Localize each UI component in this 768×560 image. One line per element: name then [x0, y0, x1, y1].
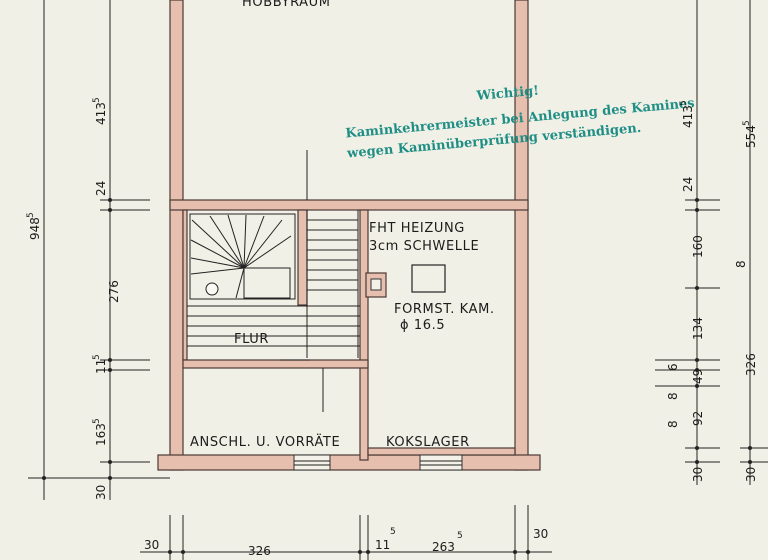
dim-right-5: 49 — [691, 369, 705, 384]
dim-bottom-1: 30 — [144, 538, 159, 552]
dim-right-1: 413 — [681, 105, 695, 128]
dim-bottom-3: 11 — [375, 538, 390, 552]
dim-bottom-5: 30 — [533, 527, 548, 541]
boiler-box — [411, 264, 446, 293]
dim-far-right-4: 30 — [744, 467, 758, 482]
stamp-line-1: Wichtig! — [475, 84, 539, 104]
dim-side-b: 6 — [666, 363, 680, 371]
dim-far-right-1-sup: 5 — [742, 120, 752, 126]
window-right — [419, 454, 463, 471]
dim-bottom-4-sup: 5 — [457, 531, 463, 541]
dim-right-6: 92 — [691, 411, 705, 426]
dimensions-right: 413 5 24 160 134 49 92 30 8 6 8 — [655, 0, 720, 485]
dim-far-right-2: 8 — [734, 260, 748, 268]
dim-side-a: 8 — [666, 392, 680, 400]
dim-left-total-sup: 5 — [26, 212, 36, 218]
room-label-heizung: FHT HEIZUNG — [369, 221, 465, 236]
spiral-stair — [189, 213, 296, 300]
dim-far-right-3: 326 — [744, 353, 758, 376]
dimensions-far-right: 554 5 8 326 30 — [734, 0, 768, 485]
dim-left-total: 948 — [28, 217, 42, 240]
dim-right-7: 30 — [691, 467, 705, 482]
chimney-flue — [370, 278, 382, 291]
outer-wall-bottom — [157, 454, 541, 471]
dim-left-1-sup: 5 — [92, 97, 102, 103]
stair-wall-left — [182, 209, 188, 361]
stair-newel — [205, 282, 219, 296]
dim-left-5: 163 — [94, 423, 108, 446]
stair-wall-right — [297, 209, 308, 306]
dim-left-1: 413 — [94, 102, 108, 125]
dim-right-4: 134 — [691, 317, 705, 340]
heating-wall-left — [359, 209, 369, 461]
windows — [293, 454, 463, 471]
dim-left-5-sup: 5 — [92, 418, 102, 424]
dim-left-2: 24 — [94, 181, 108, 196]
window-left — [293, 454, 331, 471]
room-label-flur: FLUR — [234, 332, 269, 347]
room-label-schwelle: 3cm SCHWELLE — [369, 239, 479, 254]
dim-far-right-1: 554 — [744, 125, 758, 148]
middle-wall — [182, 359, 369, 369]
outer-wall-left — [169, 0, 184, 471]
dim-right-1-sup: 5 — [679, 100, 689, 106]
hobby-wall-bottom — [169, 199, 529, 211]
dim-bottom-2: 326 — [248, 544, 271, 558]
dim-left-3: 276 — [107, 280, 121, 303]
outer-wall-right — [514, 0, 529, 471]
dimensions-left: 948 5 413 5 24 276 11 5 163 5 30 — [26, 0, 170, 500]
dimensions-bottom: 30 326 11 5 263 5 30 — [140, 505, 552, 560]
dim-side-c: 8 — [666, 420, 680, 428]
dim-left-4: 11 — [94, 359, 108, 374]
room-label-vorraete: ANSCHL. U. VORRÄTE — [190, 434, 340, 450]
walls — [157, 0, 541, 471]
dim-right-3: 160 — [691, 235, 705, 258]
room-label-hobbyraum: HOBBYRAUM — [242, 0, 331, 10]
dim-bottom-4: 263 — [432, 540, 455, 554]
room-label-kamin-diameter: ϕ 16.5 — [400, 318, 445, 333]
straight-stair — [187, 150, 360, 358]
dim-left-6: 30 — [94, 485, 108, 500]
dim-right-2: 24 — [681, 177, 695, 192]
room-label-kamin: FORMST. KAM. — [394, 302, 495, 317]
dim-bottom-3-sup: 5 — [390, 527, 396, 537]
dim-left-4-sup: 5 — [92, 354, 102, 360]
room-label-kokslager: KOKSLAGER — [386, 435, 470, 450]
